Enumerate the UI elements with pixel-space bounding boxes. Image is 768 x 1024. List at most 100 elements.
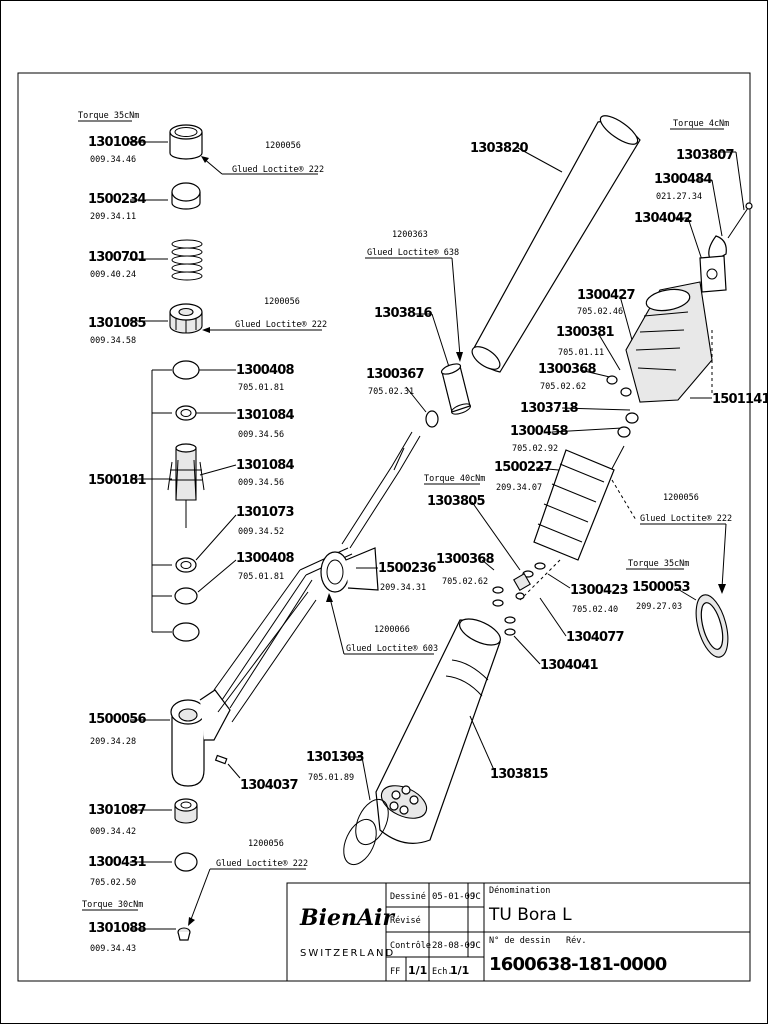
svg-text:Glued Loctite® 603: Glued Loctite® 603 — [346, 644, 438, 654]
part-oring — [172, 360, 200, 380]
denomination: TU Bora L — [488, 905, 572, 925]
label: Rév. — [566, 935, 586, 946]
part-nose-ring-1500053 — [695, 594, 729, 658]
company-logo: BienAir — [299, 905, 395, 931]
glue-note: 1200056 Glued Loctite® 222 — [202, 297, 327, 333]
part-bushing-1301085 — [169, 303, 203, 334]
right-parts: Torque 4cNm 1303807 1300484 021.27.34 13… — [494, 119, 768, 673]
label: Dessiné — [390, 891, 426, 902]
part-nut-1301087 — [174, 798, 198, 824]
reference-number: 009.34.52 — [238, 527, 284, 537]
part-number: 1300381 — [556, 325, 614, 340]
reference-number: 009.40.24 — [90, 270, 136, 280]
glue-note: 1200363 Glued Loctite® 638 — [365, 230, 463, 362]
svg-text:1200056: 1200056 — [663, 493, 699, 503]
reference-number: 705.02.50 — [90, 878, 136, 888]
part-number: 1300368 — [436, 552, 494, 567]
reference-number: 705.01.11 — [558, 348, 604, 358]
part-rotor-1500181 — [167, 443, 205, 528]
part-spring-1300701 — [171, 239, 203, 281]
part-number: 1301085 — [88, 316, 146, 331]
glue-note: 1200056 Glued Loctite® 222 — [201, 141, 324, 175]
part-oring — [620, 387, 632, 397]
part-pin-1304037 — [214, 754, 228, 765]
torque-note: Torque 40cNm — [424, 474, 485, 484]
reference-number: 009.34.42 — [90, 827, 136, 837]
part-number: 1300701 — [88, 250, 146, 265]
part-number: 1301088 — [88, 921, 146, 936]
title-block: BienAir SWITZERLAND Dessiné 05-01-09 JC … — [286, 882, 751, 982]
reference-number: 009.34.58 — [90, 336, 136, 346]
date: 05-01-09 — [432, 892, 475, 902]
reference-number: 705.02.40 — [572, 605, 618, 615]
part-plate-1304042 — [699, 255, 727, 293]
part-oring-1300431 — [174, 852, 198, 872]
part-ring-1303816 — [440, 363, 471, 415]
reference-number: 705.02.62 — [540, 382, 586, 392]
svg-text:Glued Loctite® 222: Glued Loctite® 222 — [232, 165, 324, 175]
company-country: SWITZERLAND — [300, 948, 395, 959]
reference-number: 705.02.46 — [577, 307, 623, 317]
reference-number: 009.34.56 — [238, 478, 284, 488]
svg-text:1200056: 1200056 — [265, 141, 301, 151]
svg-text:1200363: 1200363 — [392, 230, 428, 240]
part-number: 1300368 — [538, 362, 596, 377]
glue-note: 1200056 Glued Loctite® 222 — [640, 493, 732, 594]
part-number: 1300458 — [510, 424, 568, 439]
part-ring-1301086 — [169, 124, 203, 160]
part-number: 1300431 — [88, 855, 146, 870]
part-head-1500056 — [170, 569, 317, 787]
part-number: 1300427 — [577, 288, 635, 303]
svg-text:Glued Loctite® 222: Glued Loctite® 222 — [640, 514, 732, 524]
center-parts: 1303820 1200363 Glued Loctite® 638 13038… — [299, 115, 641, 866]
part-number: 1301084 — [236, 458, 294, 473]
part-oring-1300367 — [425, 410, 439, 428]
part-number: 1300408 — [236, 551, 294, 566]
reference-number: 009.34.43 — [90, 944, 136, 954]
label: FF — [390, 967, 400, 977]
svg-text:Glued Loctite® 638: Glued Loctite® 638 — [367, 248, 459, 258]
label: Ech. — [432, 967, 452, 977]
part-number: 1500236 — [378, 561, 436, 576]
part-number: 1301087 — [88, 803, 146, 818]
part-coupler-1500236 — [320, 547, 379, 593]
reference-number: 705.01.89 — [308, 773, 354, 783]
part-number: 1300423 — [570, 583, 628, 598]
reference-number: 705.01.81 — [238, 572, 284, 582]
part-number: 1500181 — [88, 473, 146, 488]
initials: JC — [470, 892, 481, 902]
part-number: 1304037 — [240, 778, 298, 793]
torque-note: Torque 30cNm — [82, 900, 143, 910]
part-number: 1303718 — [520, 401, 578, 416]
part-number: 1304077 — [566, 630, 624, 645]
part-screw-1301088 — [177, 927, 191, 941]
part-number: 1301084 — [236, 408, 294, 423]
part-number: 1303807 — [676, 148, 734, 163]
part-cartridge-1501141 — [625, 281, 713, 403]
part-oring — [606, 375, 618, 385]
part-oring — [172, 622, 200, 642]
torque-note: Torque 35cNm — [628, 559, 689, 569]
svg-text:Glued Loctite® 222: Glued Loctite® 222 — [235, 320, 327, 330]
part-oring-cluster — [492, 562, 546, 636]
reference-number: 209.34.28 — [90, 737, 136, 747]
part-screw-1303807 — [727, 202, 753, 239]
part-bearing — [175, 557, 197, 573]
initials: JC — [470, 941, 481, 951]
part-number: 1303805 — [427, 494, 485, 509]
part-tubes — [299, 431, 421, 576]
reference-number: 209.34.31 — [380, 583, 426, 593]
part-cap-1500234 — [171, 182, 201, 210]
svg-text:1200056: 1200056 — [248, 839, 284, 849]
part-orings-1301303 — [343, 798, 389, 866]
drawing-frame — [17, 72, 751, 982]
label: N° de dessin — [489, 936, 550, 946]
reference-number: 009.34.46 — [90, 155, 136, 165]
reference-number: 705.02.62 — [442, 577, 488, 587]
part-number: 1500234 — [88, 192, 146, 207]
part-number: 1500227 — [494, 460, 552, 475]
rotor-bracket — [130, 369, 172, 633]
part-sleeve-1303820 — [471, 115, 641, 373]
